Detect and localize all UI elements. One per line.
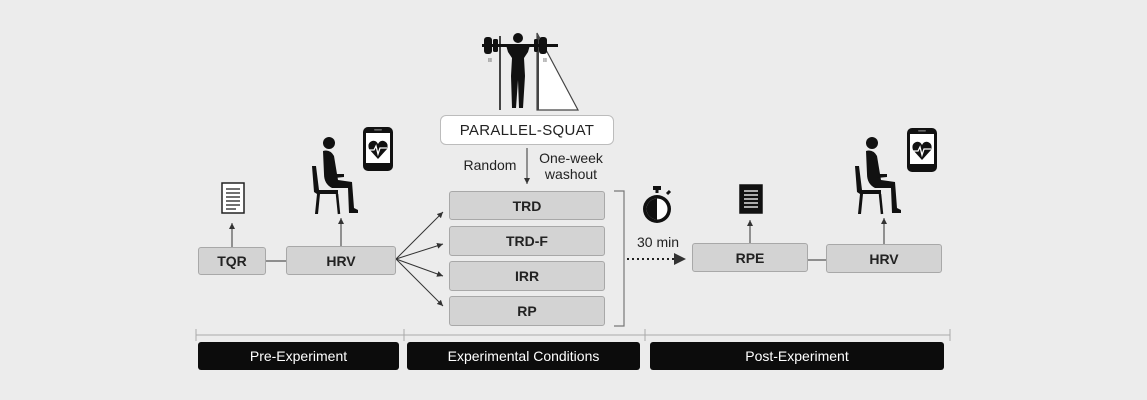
rp-box: RP bbox=[449, 296, 605, 326]
seated-person-icon bbox=[855, 137, 901, 215]
stopwatch-icon bbox=[643, 186, 672, 223]
arrow-to-trd bbox=[395, 211, 444, 260]
smartphone-heart-icon bbox=[907, 128, 937, 172]
smartphone-heart-icon bbox=[363, 127, 393, 171]
document-icon bbox=[739, 184, 763, 214]
rpe-box: RPE bbox=[692, 243, 808, 272]
hrv-pre-box: HRV bbox=[286, 246, 396, 275]
irr-box: IRR bbox=[449, 261, 605, 291]
time-label: 30 min bbox=[636, 234, 680, 250]
document-icon bbox=[221, 182, 245, 214]
arrow-to-trdf bbox=[395, 242, 444, 260]
phase-pre-experiment: Pre-Experiment bbox=[198, 342, 399, 370]
phase-experimental-conditions: Experimental Conditions bbox=[407, 342, 640, 370]
arrow-to-rp bbox=[395, 258, 444, 307]
random-label: Random bbox=[463, 157, 517, 173]
seated-person-icon bbox=[312, 137, 358, 215]
conditions-bracket bbox=[614, 190, 625, 327]
phase-post-experiment: Post-Experiment bbox=[650, 342, 944, 370]
svg-text:ıı: ıı bbox=[488, 57, 492, 64]
svg-text:ıı: ıı bbox=[543, 57, 547, 64]
parallel-squat-box: PARALLEL-SQUAT bbox=[440, 115, 614, 145]
trd-f-box: TRD-F bbox=[449, 226, 605, 256]
arrow-to-irr bbox=[395, 258, 444, 277]
barbell-squat-icon: ıı ıı bbox=[482, 32, 579, 111]
trd-box: TRD bbox=[449, 191, 605, 220]
washout-label: One-week washout bbox=[539, 150, 603, 182]
tqr-box: TQR bbox=[198, 247, 266, 275]
hrv-post-box: HRV bbox=[826, 244, 942, 273]
